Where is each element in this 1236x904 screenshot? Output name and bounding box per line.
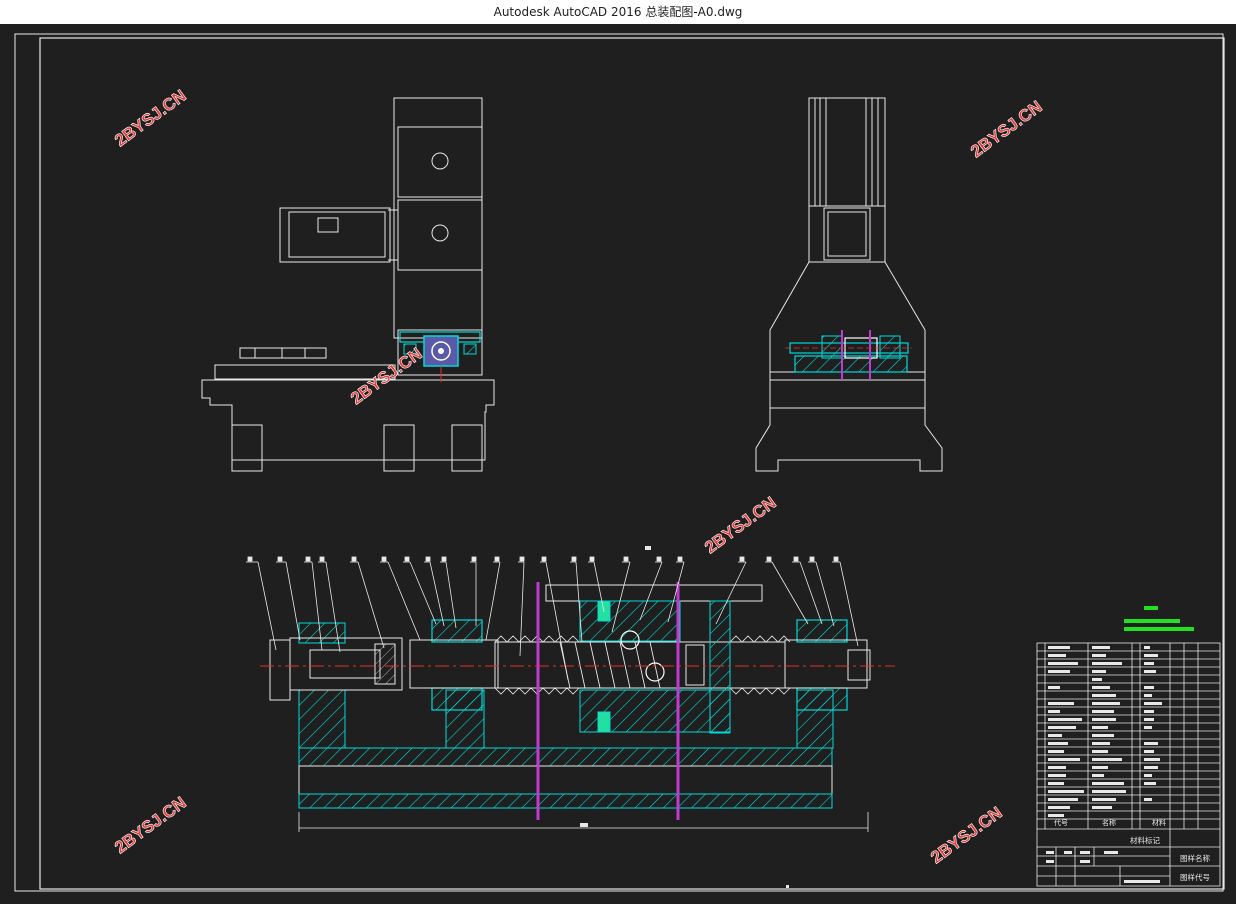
cad-drawing[interactable]: 代号 名称 材料 材料标记 图样名称 图样代号 2BYSJ.CN 2BYSJ.C… <box>0 24 1236 900</box>
col-code-label: 代号 <box>1054 818 1068 827</box>
outer-frame <box>14 33 1224 892</box>
section-view <box>260 546 895 832</box>
drawing-name-label: 图样名称 <box>1180 853 1210 863</box>
front-view-cyan-detail <box>785 330 912 380</box>
title-block <box>1036 642 1221 887</box>
watermark-5: 2BYSJ.CN <box>111 793 189 857</box>
drawing-code-label: 图样代号 <box>1180 872 1210 882</box>
title-block-text: 代号 名称 材料 材料标记 图样名称 图样代号 <box>1054 818 1210 882</box>
col-name-label: 名称 <box>1102 818 1116 827</box>
side-view-cyan-detail <box>399 331 481 382</box>
watermark-3: 2BYSJ.CN <box>347 344 425 408</box>
front-view <box>755 97 943 472</box>
col-material-label: 材料 <box>1152 818 1166 827</box>
part-leaders <box>246 556 859 681</box>
drawing-canvas[interactable]: 代号 名称 材料 材料标记 图样名称 图样代号 2BYSJ.CN 2BYSJ.C… <box>0 24 1236 900</box>
watermark-6: 2BYSJ.CN <box>927 803 1005 867</box>
technical-notes <box>1124 606 1194 631</box>
watermark-4: 2BYSJ.CN <box>701 493 779 557</box>
inner-frame <box>39 37 1225 890</box>
watermark-2: 2BYSJ.CN <box>967 97 1045 161</box>
side-view <box>201 97 495 472</box>
window-title: Autodesk AutoCAD 2016 总装配图-A0.dwg <box>0 0 1236 25</box>
parts-list-cells <box>1046 646 1162 883</box>
watermark-1: 2BYSJ.CN <box>111 86 189 150</box>
material-mark-label: 材料标记 <box>1130 835 1160 845</box>
